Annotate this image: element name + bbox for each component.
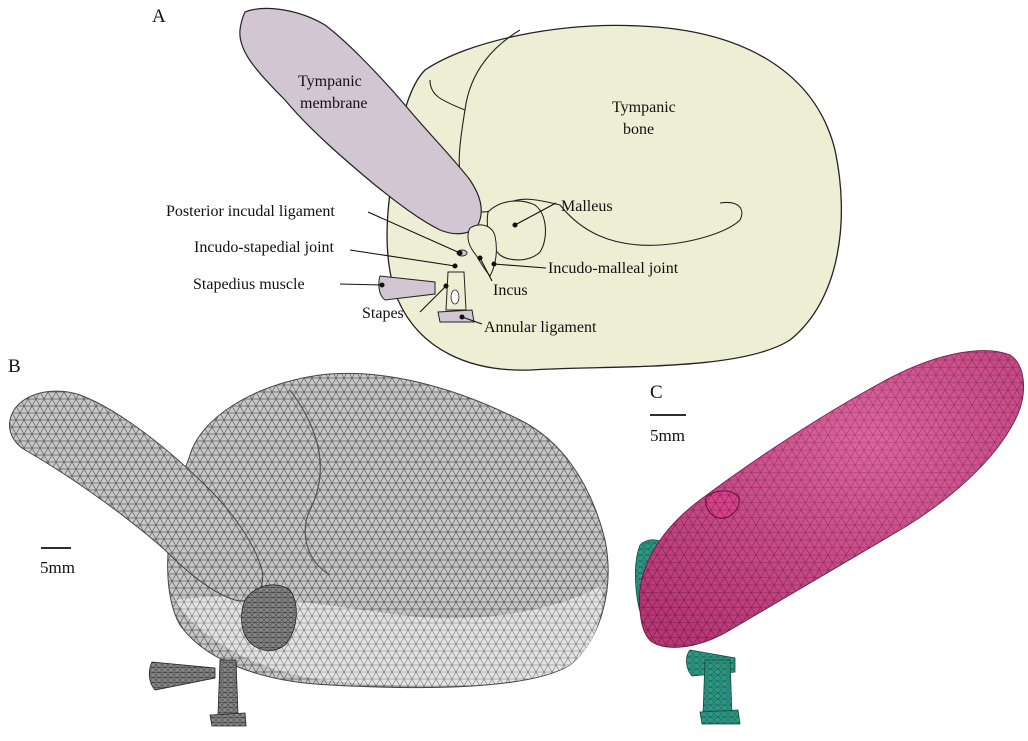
- panel-a-letter: A: [152, 6, 166, 27]
- scale-bar-b-label: 5mm: [40, 558, 75, 577]
- incudo-stapedial-joint-label: Incudo-stapedial joint: [194, 239, 335, 256]
- posterior-incudal-ligament-label: Posterior incudal ligament: [166, 203, 335, 220]
- tympanic-bone-label-2: bone: [623, 121, 654, 138]
- annular-ligament-shape: [438, 310, 474, 322]
- incudo-malleal-joint-label: Incudo-malleal joint: [548, 260, 679, 277]
- stapes-mesh-c: [703, 660, 732, 715]
- malleus-label: Malleus: [561, 198, 613, 215]
- stapedius-muscle-label: Stapedius muscle: [193, 276, 305, 293]
- stapes-hole: [451, 290, 459, 304]
- panel-b: B 5mm: [8, 356, 608, 726]
- panel-a: A Tympanic membrane Tympanic bone: [152, 6, 841, 370]
- annular-mesh-c: [700, 710, 740, 724]
- scale-bar-c-label: 5mm: [650, 426, 685, 445]
- incus-label: Incus: [493, 282, 528, 299]
- stapes-mesh-b: [218, 660, 238, 715]
- tympanic-membrane-label-1: Tympanic: [298, 73, 362, 90]
- annular-mesh-b: [210, 713, 246, 726]
- annular-ligament-label: Annular ligament: [484, 319, 597, 336]
- stapes-label: Stapes: [362, 305, 404, 322]
- tympanic-membrane-label-2: membrane: [300, 95, 368, 112]
- stapedius-mesh-b: [149, 662, 215, 690]
- panel-b-letter: B: [8, 356, 21, 377]
- panel-c-letter: C: [650, 382, 663, 403]
- ossicles-mesh-b: [242, 585, 297, 651]
- panel-c: C 5mm: [635, 351, 1023, 724]
- membrane-mesh-c-shade: [639, 351, 1023, 648]
- tympanic-bone-label-1: Tympanic: [612, 99, 676, 116]
